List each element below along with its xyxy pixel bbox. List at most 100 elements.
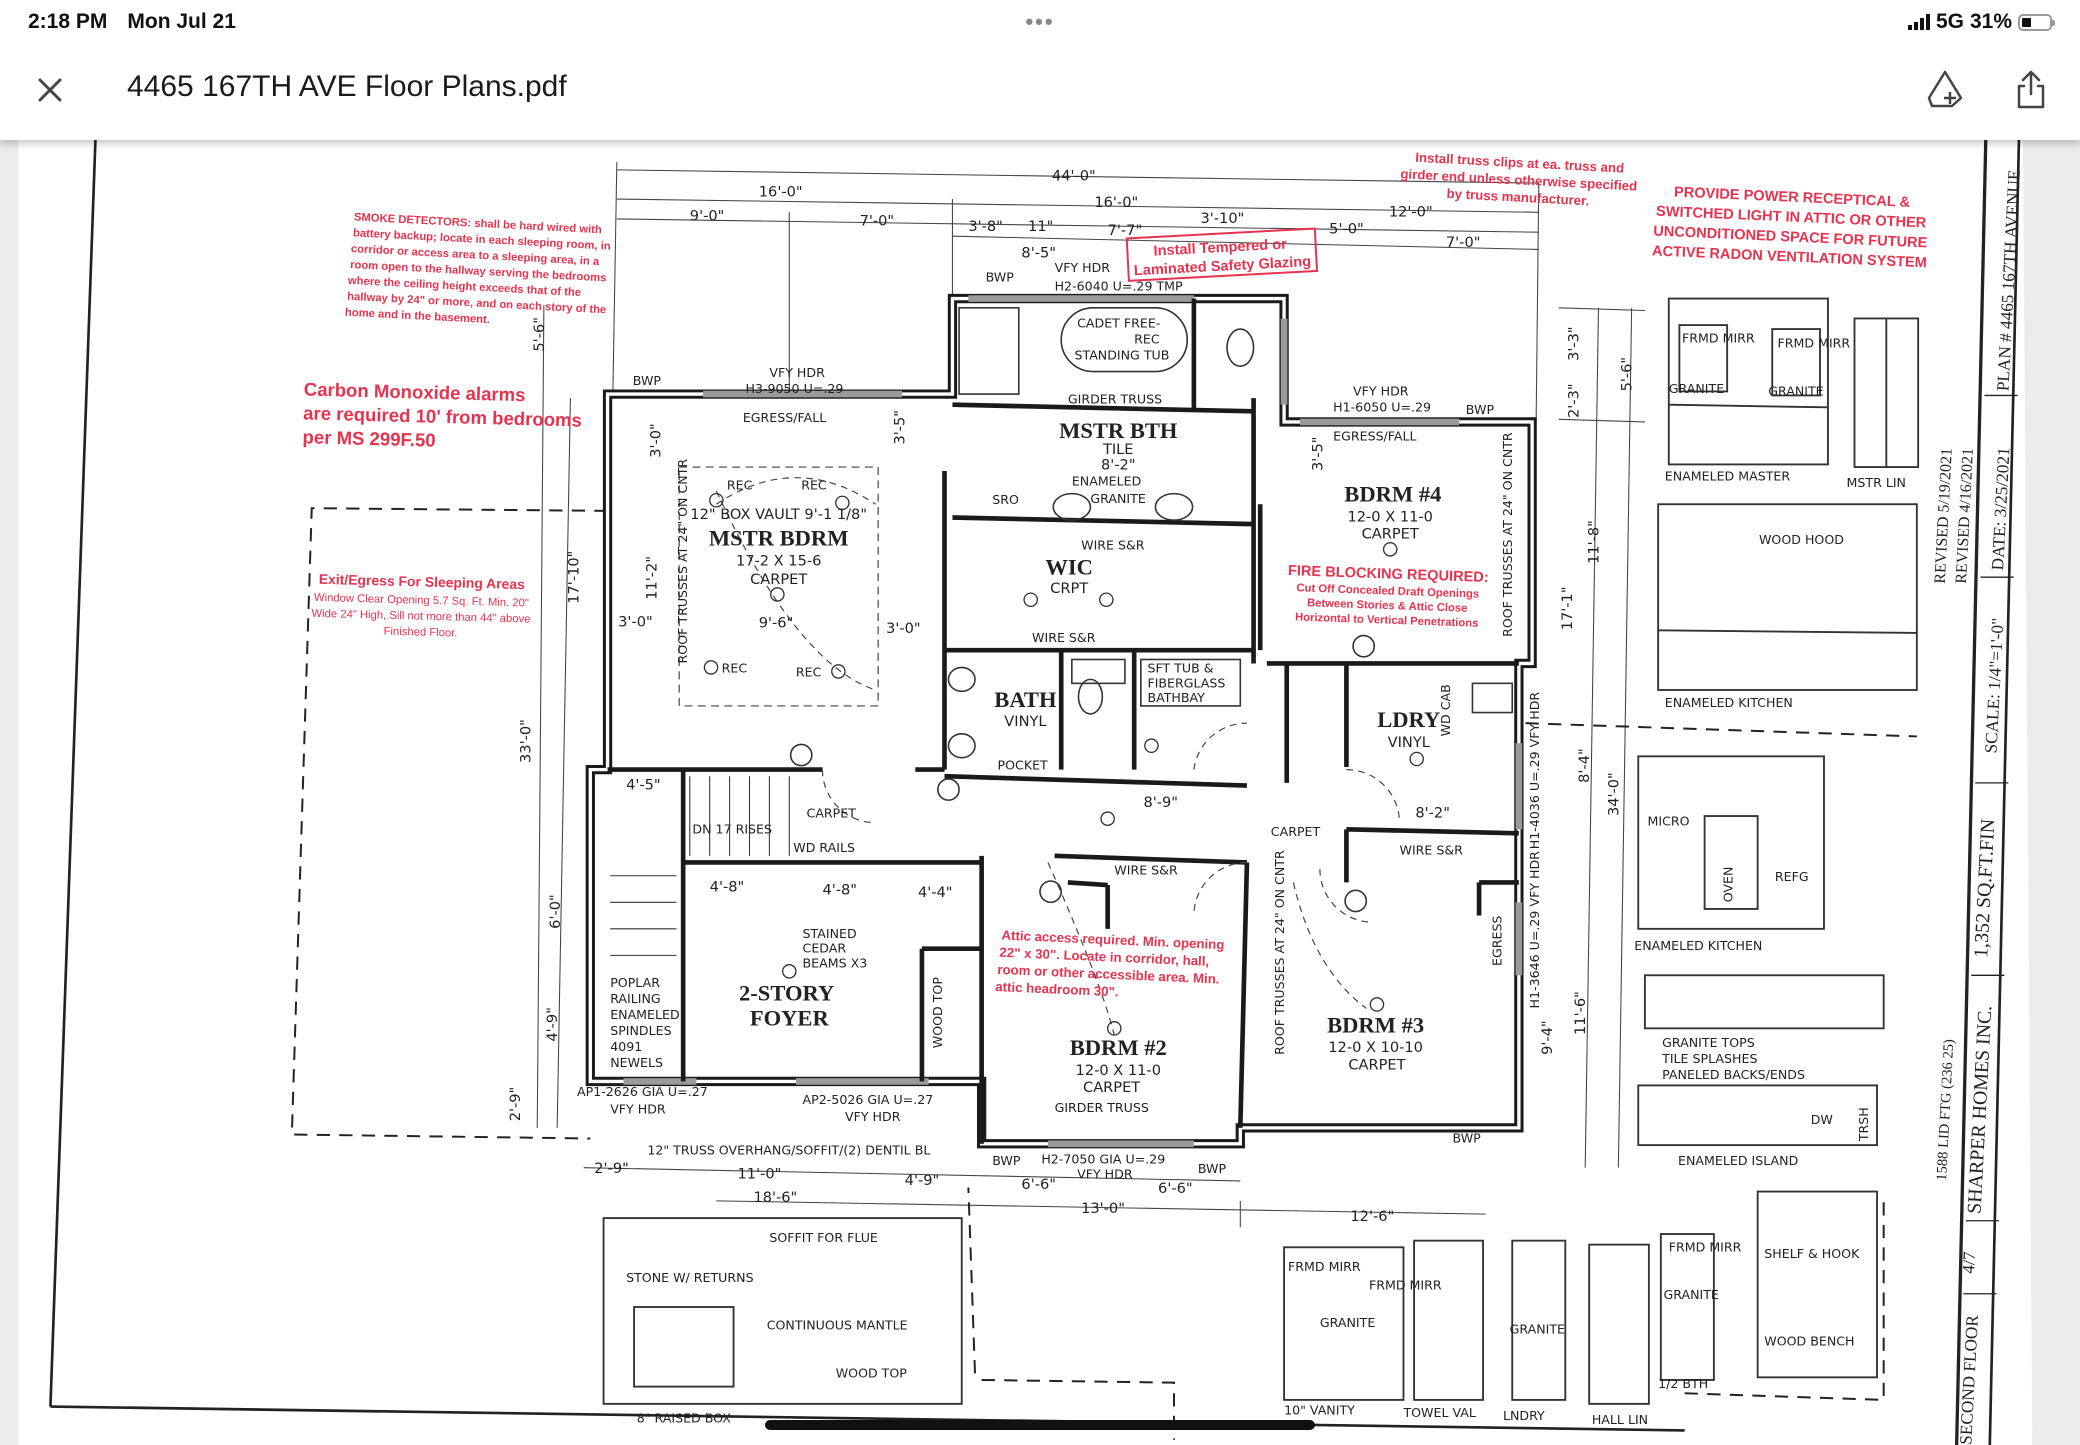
pdf-viewer-header: 2:18 PM Mon Jul 21 ••• 5G 31% 4465 167TH… bbox=[0, 0, 2080, 140]
network-type: 5G bbox=[1935, 10, 1964, 33]
egress-note: Exit/Egress For Sleeping Areas Window Cl… bbox=[311, 571, 530, 640]
fire-blocking-note: FIRE BLOCKING REQUIRED: Cut Off Conceale… bbox=[1288, 563, 1489, 630]
dim-label: 13'-0" bbox=[1081, 1200, 1125, 1217]
status-bar: 2:18 PM Mon Jul 21 ••• 5G 31% bbox=[28, 6, 2055, 38]
markup-button[interactable] bbox=[1924, 68, 1966, 110]
elevation-label: GRANITE bbox=[1320, 1315, 1375, 1330]
note-line: Install Tempered or bbox=[1153, 237, 1287, 260]
note-line: Wide 24" High, Sill not more than 44" ab… bbox=[311, 608, 530, 626]
annotation: BATHBAY bbox=[1147, 690, 1205, 705]
annotation: BWP bbox=[1198, 1161, 1227, 1176]
annotation: WOOD TOP bbox=[930, 977, 945, 1049]
room-name: WIC bbox=[1045, 555, 1093, 580]
elevation-label: GRANITE bbox=[1663, 1287, 1718, 1302]
dim-label: 9'-6" bbox=[759, 615, 794, 632]
room-name: BDRM #4 bbox=[1344, 482, 1441, 507]
elevation-label: CONTINUOUS MANTLE bbox=[767, 1318, 908, 1333]
dim-label: 3'-3" bbox=[1566, 326, 1583, 361]
note-line: FIRE BLOCKING REQUIRED: bbox=[1288, 563, 1489, 586]
annotation: SRO bbox=[992, 492, 1019, 507]
note-line: Finished Floor. bbox=[383, 626, 457, 640]
sheet-border bbox=[49, 137, 2021, 1445]
dim-label: 6'-6" bbox=[1021, 1176, 1056, 1193]
annotation: GIRDER TRUSS bbox=[1055, 1100, 1149, 1115]
room-floor: TILE bbox=[1102, 441, 1134, 458]
room-name: BDRM #3 bbox=[1327, 1012, 1424, 1037]
annotation: ROOF TRUSSES AT 24" ON CNTR bbox=[675, 459, 690, 664]
elevation-label: REFG bbox=[1775, 869, 1809, 884]
dim-label: 3'-5" bbox=[1310, 437, 1327, 472]
dim-label: 18'-6" bbox=[753, 1189, 797, 1206]
note-line: by truss manufacturer. bbox=[1446, 186, 1589, 208]
annotation: GIRDER TRUSS bbox=[1068, 391, 1162, 406]
room-size: 12-0 X 10-10 bbox=[1328, 1039, 1423, 1056]
dim-label: 44'-0" bbox=[1052, 167, 1096, 184]
dim-label: 16'-0" bbox=[1094, 194, 1138, 211]
annotation: SFT TUB & bbox=[1147, 661, 1213, 676]
elevation-label: 8" RAISED BOX bbox=[637, 1410, 732, 1425]
annotation: STANDING TUB bbox=[1074, 348, 1169, 363]
dim-label: 11" bbox=[1028, 218, 1053, 235]
annotation: NEWELS bbox=[610, 1055, 663, 1070]
close-button[interactable] bbox=[32, 72, 68, 108]
door-swings bbox=[678, 466, 1401, 1036]
note-line: attic headroom 30". bbox=[995, 979, 1119, 999]
annotation: BWP bbox=[986, 269, 1015, 284]
annotation: REC bbox=[801, 478, 827, 493]
room-name: MSTR BDRM bbox=[709, 525, 849, 550]
room-vault: 12" BOX VAULT 9'-1 1/8" bbox=[690, 506, 867, 523]
dim-label: 3'-10" bbox=[1201, 210, 1245, 227]
battery-percent: 31% bbox=[1969, 10, 2012, 33]
annotation: ENAMELED bbox=[610, 1007, 679, 1022]
elevation-label: DW bbox=[1811, 1112, 1834, 1127]
stairs bbox=[610, 776, 790, 956]
dim-label: 2'-9" bbox=[594, 1160, 629, 1177]
room-floor: VINYL bbox=[1004, 713, 1047, 730]
annotation: ROOF TRUSSES AT 24" ON CNTR bbox=[1500, 432, 1515, 637]
elevation-label: FRMD MIRR bbox=[1669, 1239, 1742, 1254]
annotation: FIBERGLASS bbox=[1147, 675, 1225, 690]
annotation: SPINDLES bbox=[610, 1023, 671, 1038]
elevation-label: FRMD MIRR bbox=[1369, 1278, 1442, 1293]
annotation: BWP bbox=[1453, 1130, 1482, 1145]
elevation-label: LNDRY bbox=[1503, 1408, 1545, 1423]
dim-label: 8'-5" bbox=[1021, 244, 1056, 261]
dim-label: 11'-2" bbox=[644, 556, 661, 600]
annotation: WIRE S&R bbox=[1114, 862, 1178, 877]
dim-label: 7'-7" bbox=[1108, 222, 1143, 239]
annotation: H3-9050 U=.29 bbox=[746, 381, 844, 396]
room-size: 17-2 X 15-6 bbox=[736, 552, 821, 569]
room-name: FOYER bbox=[750, 1006, 830, 1031]
windows bbox=[623, 295, 1523, 1148]
annotation: REC bbox=[722, 661, 748, 676]
dim-label: 11'-8" bbox=[1585, 520, 1602, 564]
room-floor: CARPET bbox=[1083, 1079, 1140, 1096]
elevation-label: TILE SPLASHES bbox=[1661, 1051, 1757, 1066]
dimension-labels: 44'-0" 16'-0" 16'-0" 12'-0" 9'-0" 7'-0" … bbox=[507, 167, 1636, 1224]
plan-annotations: BWP VFY HDR H3-9050 U=.29 EGRESS/FALL VF… bbox=[577, 260, 1542, 1181]
elevation-label: SOFFIT FOR FLUE bbox=[769, 1230, 878, 1245]
annotation: RAILING bbox=[610, 991, 660, 1006]
dim-label: 8'-2" bbox=[1415, 804, 1450, 821]
elevation-label: MSTR LIN bbox=[1847, 475, 1906, 490]
room-floor: VINYL bbox=[1388, 734, 1431, 751]
dim-label: 11'-6" bbox=[1572, 991, 1589, 1035]
annotation: WD CAB bbox=[1438, 684, 1453, 736]
status-time: 2:18 PM bbox=[28, 10, 108, 33]
dim-label: 7'-0" bbox=[860, 213, 895, 230]
annotation: WIRE S&R bbox=[1399, 843, 1463, 858]
elevation-label: SHELF & HOOK bbox=[1764, 1246, 1860, 1261]
dim-label: 33'-0" bbox=[518, 719, 535, 763]
safety-glazing-note: Install Tempered or Laminated Safety Gla… bbox=[1125, 227, 1319, 282]
multitasking-dots[interactable]: ••• bbox=[1025, 9, 1055, 34]
elevation-label: WOOD HOOD bbox=[1759, 532, 1844, 547]
annotation: AP2-5026 GIA U=.27 bbox=[803, 1092, 934, 1107]
home-indicator[interactable] bbox=[765, 1420, 1315, 1430]
dim-label: 17'-10" bbox=[565, 551, 582, 604]
annotation: AP1-2626 GIA U=.27 bbox=[577, 1084, 708, 1099]
elevation-label: WOOD BENCH bbox=[1764, 1333, 1854, 1348]
share-button[interactable] bbox=[2010, 68, 2052, 110]
annotation: VFY HDR bbox=[1055, 260, 1111, 275]
annotation: GRANITE bbox=[1090, 491, 1145, 506]
